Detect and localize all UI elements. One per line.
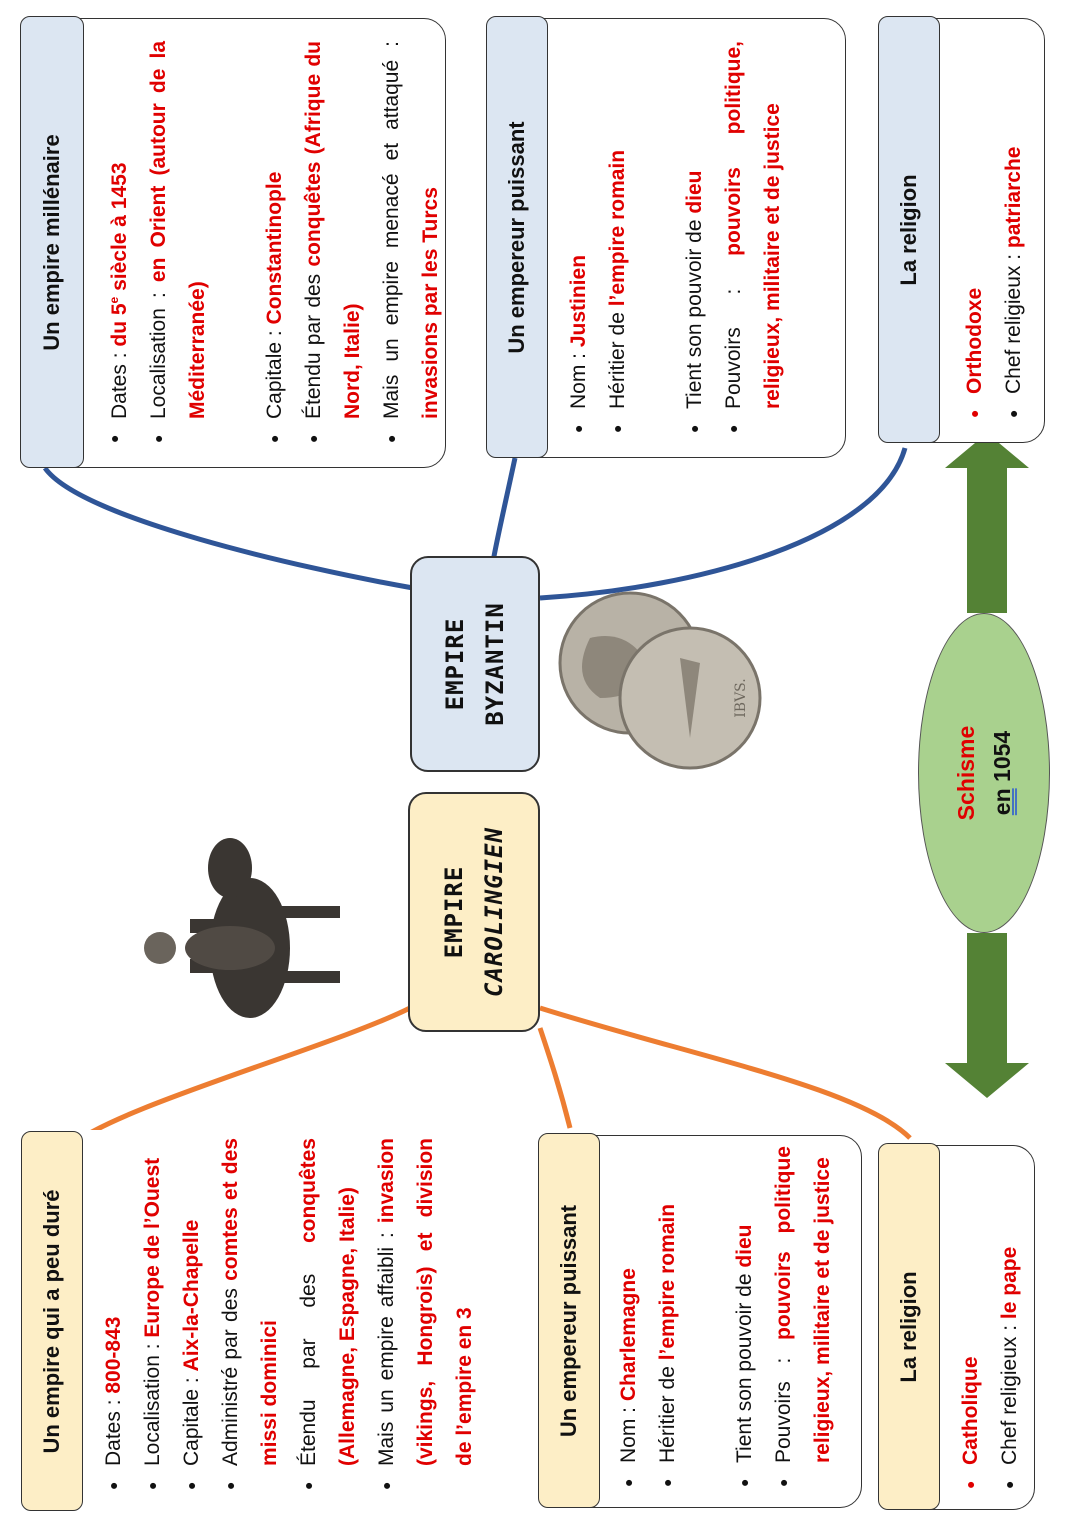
arrow-up-icon: [965, 480, 1030, 558]
link-carolingien-emperor: [537, 1027, 573, 1129]
card-carolingien-religion: La religion Catholique Chef religieux : …: [877, 1143, 1035, 1511]
list-item: Mais un empire affaibli : invasion (viki…: [367, 1138, 484, 1492]
list-item: Étendu par des conquêtes (Afrique du Nor…: [294, 41, 372, 445]
card-header: La religion: [877, 16, 940, 444]
card-list: Dates : du 5e siècle à 1453 Localisation…: [95, 41, 450, 445]
schisme-label: Schisme: [953, 725, 979, 821]
list-item: Dates : 800-843: [94, 1138, 133, 1492]
card-list: Orthodoxe Chef religieux : patriarche: [955, 41, 1033, 420]
card-header: Un empereur puissant: [485, 16, 548, 459]
node-carolingien-line1: EMPIRE: [440, 865, 468, 959]
list-item: Tient son pouvoir de dieu: [675, 41, 714, 435]
card-list: Dates : 800-843 Localisation : Europe de…: [94, 1138, 484, 1492]
card-byzantin-emperor: Un empereur puissant Nom : Justinien Hér…: [485, 16, 846, 459]
coins-image: IBVS.: [558, 591, 762, 770]
node-byzantin-line2: BYZANTIN: [481, 602, 509, 726]
card-byzantin-empire: Un empire millénaire Dates : du 5e siècl…: [19, 16, 446, 469]
equestrian-statue-image: [144, 838, 340, 1018]
card-list: Catholique Chef religieux : le pape: [951, 1156, 1029, 1491]
card-header: La religion: [877, 1143, 940, 1511]
schisme-date: en 1054: [989, 730, 1015, 816]
list-item: Nom : Charlemagne: [609, 1146, 648, 1489]
card-list: Nom : Charlemagne Héritier de l’empire r…: [609, 1146, 842, 1489]
list-item: Dates : du 5e siècle à 1453: [95, 41, 139, 445]
node-carolingien-line2: CAROLINGIEN: [480, 827, 508, 997]
list-item: Capitale : Aix-la-Chapelle: [172, 1138, 211, 1492]
list-item: Administré par des comtes et des missi d…: [211, 1138, 289, 1492]
list-item: Localisation : Europe de l’Ouest: [133, 1138, 172, 1492]
list-item: Pouvoirs : pouvoirs politique, religieux…: [714, 41, 792, 435]
link-byzantin-empire: [42, 466, 414, 591]
node-empire-carolingien[interactable]: EMPIRE CAROLINGIEN: [408, 792, 540, 1032]
arrow-to-byzantin-icon: [945, 433, 1029, 613]
list-item: Nom : Justinien: [559, 41, 598, 435]
node-empire-byzantin[interactable]: EMPIRE BYZANTIN: [410, 556, 540, 772]
date-range-value: du 5e siècle à 1453: [107, 162, 131, 347]
list-item: Chef religieux : patriarche: [994, 41, 1033, 420]
card-carolingien-empire: Un empire qui a peu duré Dates : 800-843…: [20, 1130, 510, 1512]
card-header: Un empire millénaire: [19, 16, 84, 469]
list-item: Mais un empire menacé et attaqué : invas…: [372, 41, 450, 445]
list-item: Héritier de l’empire romain: [648, 1146, 687, 1489]
svg-text:IBVS.: IBVS.: [733, 678, 749, 717]
link-carolingien-religion: [539, 1005, 912, 1140]
card-header: Un empereur puissant: [537, 1133, 600, 1509]
list-item: Héritier de l’empire romain: [598, 41, 637, 435]
list-item: Tient son pouvoir de dieu: [725, 1146, 764, 1489]
list-item: Pouvoirs : pouvoirs politique religieux,…: [764, 1146, 842, 1489]
list-item: Catholique: [951, 1156, 990, 1491]
card-carolingien-emperor: Un empereur puissant Nom : Charlemagne H…: [537, 1133, 862, 1509]
schisme-ellipse: Schisme en 1054: [918, 613, 1050, 933]
card-byzantin-religion: La religion Orthodoxe Chef religieux : p…: [877, 16, 1045, 444]
card-header: Un empire qui a peu duré: [20, 1131, 83, 1512]
list-item: Chef religieux : le pape: [990, 1156, 1029, 1491]
list-item: Étendu par des conquêtes (Allemagne, Esp…: [289, 1138, 367, 1492]
list-item: Capitale : Constantinople: [255, 41, 294, 445]
link-byzantin-religion: [539, 447, 908, 601]
list-item: Orthodoxe: [955, 41, 994, 420]
card-list: Nom : Justinien Héritier de l’empire rom…: [559, 41, 792, 435]
arrow-to-carolingien-icon: [945, 933, 1029, 1098]
link-carolingien-empire: [66, 1005, 412, 1150]
list-item: Localisation : en Orient (autour de la M…: [139, 41, 217, 445]
node-byzantin-line1: EMPIRE: [441, 617, 469, 711]
